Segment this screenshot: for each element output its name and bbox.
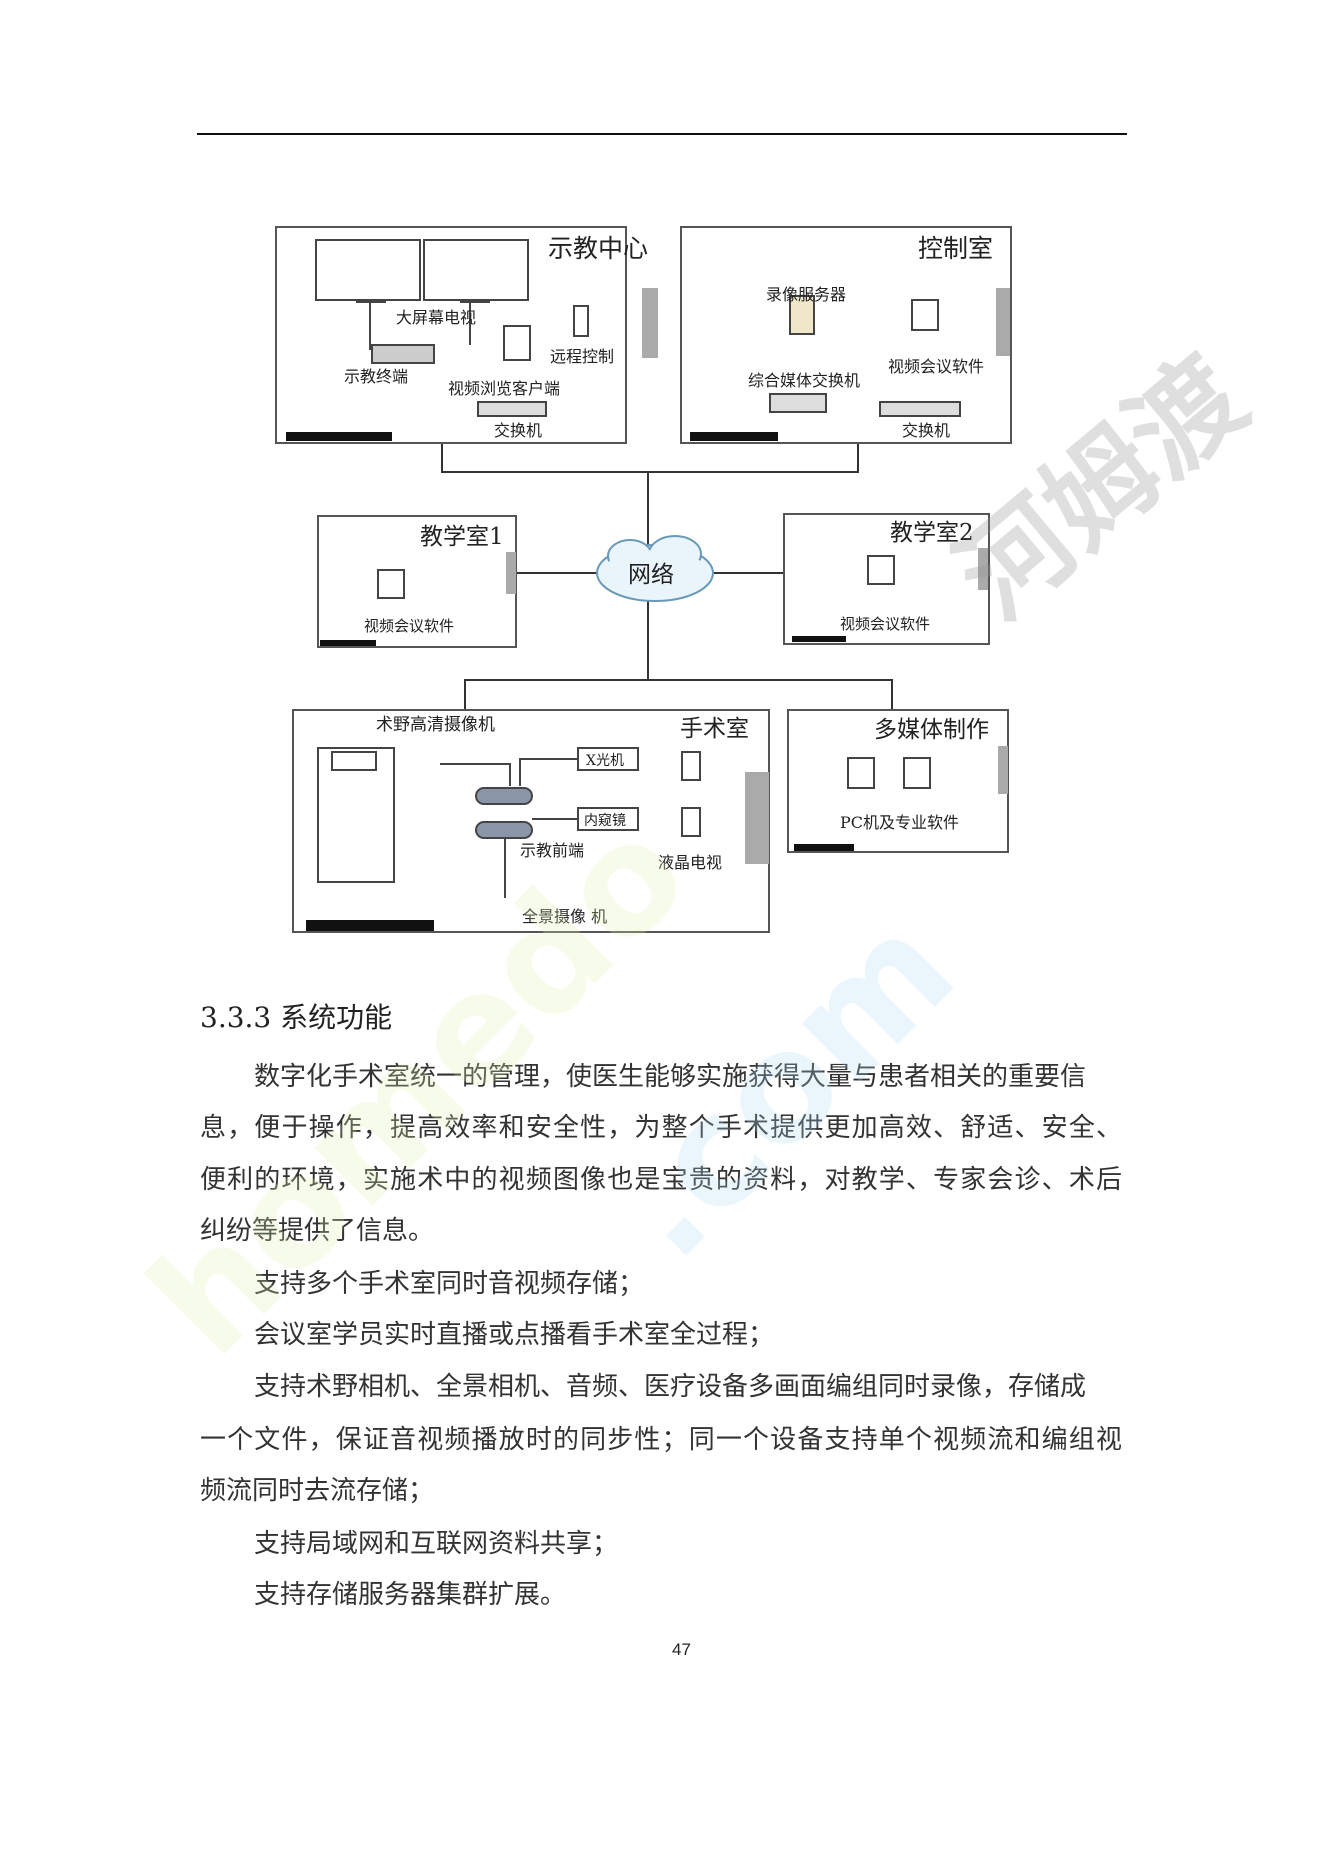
header-rule: [197, 133, 1127, 135]
room-classroom2: [783, 513, 990, 645]
room-classroom1: [317, 515, 517, 648]
pc-icon: [911, 299, 939, 331]
svg-text:视频浏览客户端: 视频浏览客户端: [448, 379, 560, 398]
connector-lines: [464, 472, 893, 709]
svg-text:液晶电视: 液晶电视: [658, 853, 722, 872]
paragraph-line: 一个文件，保证音视频播放时的同步性；同一个设备支持单个视频流和编组视: [200, 1425, 1122, 1455]
system-diagram: 示教中心 大屏幕电视 远程控制 示教终端 视频浏览客户端 交换机 控制室 录像服…: [275, 226, 1012, 933]
pc-icon: [377, 569, 405, 599]
svg-text:视频会议软件: 视频会议软件: [364, 617, 454, 635]
recording-server-icon: [789, 295, 815, 335]
pc-icon: [867, 555, 895, 585]
switch-icon: [477, 401, 547, 417]
paragraph-line: 纠纷等提供了信息。: [200, 1216, 435, 1246]
client-monitor-icon: [503, 325, 531, 361]
svg-text:综合媒体交换机: 综合媒体交换机: [748, 371, 860, 390]
svg-text:示教中心: 示教中心: [548, 234, 648, 263]
paragraph-line: 会议室学员实时直播或点播看手术室全过程；: [254, 1320, 775, 1350]
svg-text:教学室2: 教学室2: [890, 520, 974, 546]
svg-text:PC机及专业软件: PC机及专业软件: [840, 813, 959, 832]
svg-text:示教前端: 示教前端: [520, 841, 584, 860]
svg-text:控制室: 控制室: [918, 234, 993, 263]
section-heading: 3.3.3 系统功能: [200, 1001, 393, 1034]
paragraph-line: 支持存储服务器集群扩展。: [254, 1580, 567, 1610]
svg-text:多媒体制作: 多媒体制作: [874, 717, 989, 743]
svg-text:教学室1: 教学室1: [420, 524, 504, 550]
demo-terminal-icon: [371, 344, 435, 364]
svg-text:网络: 网络: [628, 562, 674, 588]
svg-text:示教终端: 示教终端: [344, 367, 408, 386]
room-operating: [292, 709, 770, 933]
svg-text:远程控制: 远程控制: [550, 347, 614, 366]
room-demo-center: [275, 226, 627, 444]
svg-text:录像服务器: 录像服务器: [766, 285, 846, 304]
page-number: 47: [672, 1640, 691, 1659]
paragraph-line: 支持多个手术室同时音视频存储；: [254, 1269, 645, 1299]
media-switch-icon: [769, 393, 827, 413]
paragraph-line: 频流同时去流存储；: [200, 1476, 435, 1506]
svg-text:交换机: 交换机: [902, 421, 950, 440]
big-screen-icon: [315, 239, 421, 301]
svg-text:内窥镜: 内窥镜: [584, 812, 626, 829]
switch-icon: [879, 401, 961, 417]
front-end-icon: [475, 787, 533, 805]
pc-icon: [847, 757, 875, 789]
svg-text:视频会议软件: 视频会议软件: [840, 615, 930, 633]
svg-text:全景摄像 机: 全景摄像 机: [522, 907, 607, 926]
svg-text:手术室: 手术室: [680, 716, 749, 742]
svg-text:视频会议软件: 视频会议软件: [888, 357, 984, 376]
network-cloud-icon: [596, 535, 714, 602]
paragraph-line: 支持术野相机、全景相机、音频、医疗设备多画面编组同时录像，存储成: [254, 1372, 1087, 1402]
paragraph-line: 数字化手术室统一的管理，使医生能够实施获得大量与患者相关的重要信: [254, 1062, 1087, 1092]
connector-top: [441, 443, 859, 473]
svg-text:术野高清摄像机: 术野高清摄像机: [376, 715, 495, 735]
svg-text:交换机: 交换机: [494, 421, 542, 440]
bed-icon: [317, 747, 395, 883]
paragraph-line: 息，便于操作，提高效率和安全性，为整个手术提供更加高效、舒适、安全、: [200, 1113, 1122, 1143]
paragraph-line: 便利的环境，实施术中的视频图像也是宝贵的资料，对教学、专家会诊、术后: [200, 1165, 1122, 1195]
lcd-tv-icon: [681, 751, 701, 781]
svg-text:大屏幕电视: 大屏幕电视: [396, 308, 476, 327]
paragraph-line: 支持局域网和互联网资料共享；: [254, 1529, 619, 1559]
svg-text:X光机: X光机: [586, 753, 624, 769]
remote-control-icon: [573, 305, 589, 337]
